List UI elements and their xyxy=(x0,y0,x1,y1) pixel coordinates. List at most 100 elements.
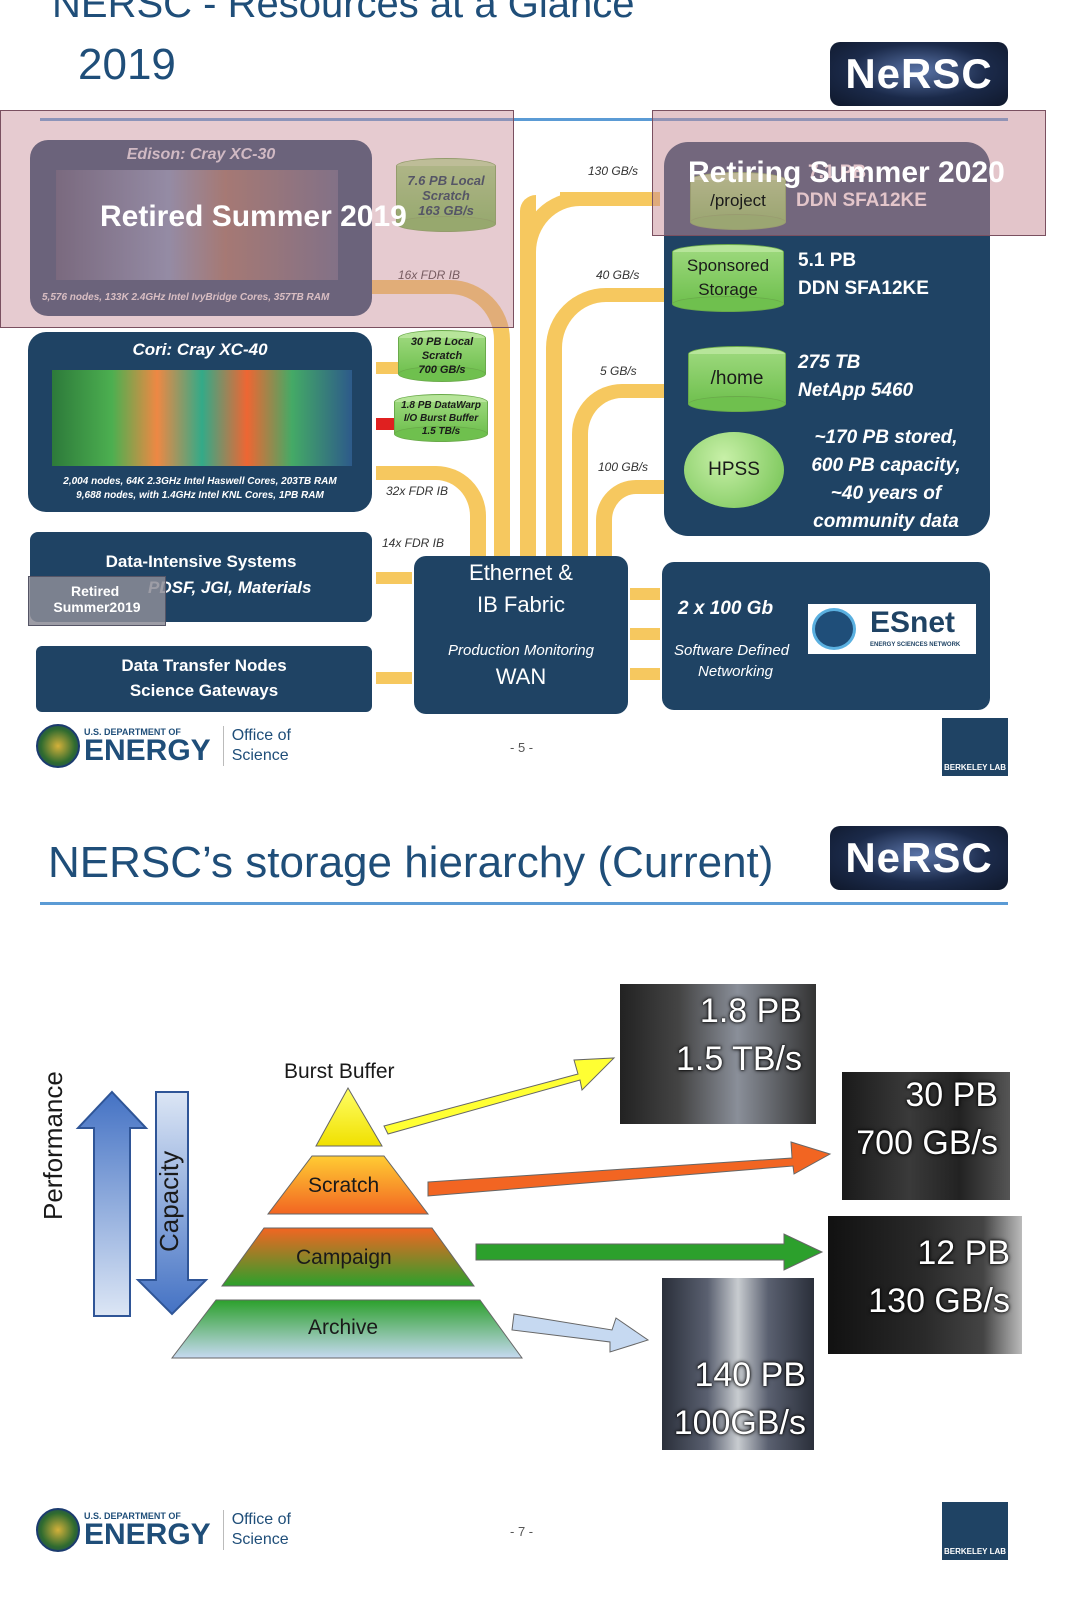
photo-campaign: 12 PB 130 GB/s xyxy=(828,1216,1022,1354)
slide1-title-line2: 2019 xyxy=(78,40,176,89)
tier-label-burst: Burst Buffer xyxy=(284,1060,395,1083)
dtn-box: Data Transfer Nodes Science Gateways xyxy=(36,646,372,712)
doe-seal-icon xyxy=(36,724,80,768)
hpss-desc-3: ~40 years of xyxy=(830,483,942,504)
pipe-esnet-3 xyxy=(630,668,660,680)
doe-energy-2: ENERGY xyxy=(84,1518,211,1551)
edison-retired-overlay xyxy=(0,110,514,328)
capacity-arrow xyxy=(135,1091,209,1316)
photo-archive-l2: 100GB/s xyxy=(673,1403,806,1442)
cori-link: 32x FDR IB xyxy=(386,484,449,498)
office-of-1: Office of xyxy=(231,727,291,744)
cori-burst-l2: I/O Burst Buffer xyxy=(403,412,479,424)
dis-retired-badge: Retired Summer2019 xyxy=(28,576,166,626)
bw-40: 40 GB/s xyxy=(596,268,640,282)
edison-scratch-l1: 7.6 PB Local xyxy=(407,172,485,188)
science-2: Science xyxy=(231,1531,289,1548)
photo-burst-l2: 1.5 TB/s xyxy=(676,1039,802,1078)
photo-scratch: 30 PB 700 GB/s xyxy=(842,1072,1010,1200)
doe-seal-icon-2 xyxy=(36,1508,80,1552)
home-cyl: /home xyxy=(688,346,786,412)
sponsored-l1: Sponsored xyxy=(686,256,770,275)
doe-energy-1: ENERGY xyxy=(84,734,211,767)
hpss-desc-2: 600 PB capacity, xyxy=(811,455,961,476)
cori-scratch-l3: 700 GB/s xyxy=(418,364,466,376)
dis-subtitle: PDSF, JGI, Materials xyxy=(148,578,312,597)
cori-burst: 1.8 PB DataWarp I/O Burst Buffer 1.5 TB/… xyxy=(394,394,488,442)
cori-title: Cori: Cray XC-40 xyxy=(132,340,268,359)
bw-130: 130 GB/s xyxy=(588,164,639,178)
esnet-logo-sub: ENERGY SCIENCES NETWORK xyxy=(870,642,961,648)
dis-retired-l1: Retired xyxy=(71,583,120,599)
photo-burst-l1: 1.8 PB xyxy=(699,992,802,1030)
edison-scratch-l2: Scratch xyxy=(422,187,470,203)
edison-retired-text: Retired Summer 2019 xyxy=(100,200,407,233)
edison-box: Edison: Cray XC-30 5,576 nodes, 133K 2.4… xyxy=(30,140,372,316)
sponsored-size: 5.1 PB xyxy=(798,250,857,271)
fabric-line1: Ethernet & xyxy=(469,560,573,585)
pipe-cori-scratch xyxy=(376,362,400,374)
hpss-bubble: HPSS xyxy=(684,432,784,508)
photo-campaign-l1: 12 PB xyxy=(917,1234,1010,1272)
office-of-2: Office of xyxy=(231,1511,291,1528)
berkeley-lab-text-1: BERKELEY LAB xyxy=(943,763,1007,772)
arrow-archive xyxy=(511,1313,650,1353)
axis-capacity: Capacity xyxy=(154,1150,184,1252)
esnet-globe-icon xyxy=(812,608,856,650)
edison-nodes: 5,576 nodes, 133K 2.4GHz Intel IvyBridge… xyxy=(42,292,330,303)
photo-archive: 140 PB 100GB/s xyxy=(662,1278,814,1450)
edison-title: Edison: Cray XC-30 xyxy=(126,146,276,163)
project-cyl: /project xyxy=(690,172,786,230)
berkeley-lab-logo-2: BERKELEY LAB xyxy=(942,1502,1008,1560)
fabric-line2: IB Fabric xyxy=(476,592,566,617)
tier-campaign xyxy=(221,1227,475,1287)
photo-campaign-l2: 130 GB/s xyxy=(868,1281,1010,1320)
hpss-desc-4: community data xyxy=(813,511,959,532)
title-rule xyxy=(40,118,1008,121)
cori-scratch: 30 PB Local Scratch 700 GB/s xyxy=(398,330,486,382)
page-number-1: - 5 - xyxy=(510,740,534,755)
page-number-2: - 7 - xyxy=(510,1524,534,1539)
pipe-100-curve xyxy=(596,480,666,568)
home-model: NetApp 5460 xyxy=(798,380,914,401)
sponsored-model: DDN SFA12KE xyxy=(798,278,929,299)
dis-retired-l2: Summer2019 xyxy=(53,599,141,615)
doe-small-2: U.S. DEPARTMENT OF xyxy=(84,1511,181,1521)
edison-scratch: 7.6 PB Local Scratch 163 GB/s xyxy=(396,158,496,232)
esnet-speed: 2 x 100 Gb xyxy=(678,598,774,619)
photo-burst-buffer: 1.8 PB 1.5 TB/s xyxy=(620,984,816,1124)
pipe-dis xyxy=(376,572,412,584)
esnet-logo-text: ESnet xyxy=(870,606,956,639)
bw-100: 100 GB/s xyxy=(598,460,649,474)
esnet-line1: Software Defined xyxy=(674,642,790,659)
esnet-line2: Networking xyxy=(698,663,774,680)
burst-red-connector xyxy=(376,418,396,430)
tier-burst-buffer xyxy=(315,1086,383,1147)
nersc-logo: NeRSC xyxy=(830,42,1008,106)
tier-scratch xyxy=(266,1155,430,1215)
cori-scratch-l2: Scratch xyxy=(421,350,463,362)
home-size: 275 TB xyxy=(798,352,861,373)
berkeley-lab-logo-1: BERKELEY LAB xyxy=(942,718,1008,776)
esnet-box: 2 x 100 Gb Software Defined Networking E… xyxy=(662,562,990,710)
axis-performance: Performance xyxy=(38,1071,68,1220)
arrow-campaign xyxy=(475,1233,824,1271)
pipe-dtn xyxy=(376,672,412,684)
pipe-40-curve xyxy=(546,288,666,568)
pipe-esnet-1 xyxy=(630,588,660,600)
doe-logo-1: U.S. DEPARTMENT OF ENERGY Office of Scie… xyxy=(36,724,291,768)
esnet-logo: ESnet ENERGY SCIENCES NETWORK xyxy=(808,604,976,654)
tier-label-scratch: Scratch xyxy=(308,1174,380,1197)
slide1-title-line1: NERSC - Resources at a Glance xyxy=(52,0,635,26)
fabric-line4: WAN xyxy=(495,664,547,689)
tier-archive xyxy=(170,1299,523,1359)
edison-photo xyxy=(56,170,338,280)
berkeley-lab-text-2: BERKELEY LAB xyxy=(943,1547,1007,1556)
cori-box: Cori: Cray XC-40 2,004 nodes, 64K 2.3GHz… xyxy=(28,332,372,512)
title-rule-2 xyxy=(40,902,1008,905)
arrow-scratch xyxy=(427,1141,832,1197)
doe-logo-2: U.S. DEPARTMENT OF ENERGY Office of Scie… xyxy=(36,1508,291,1552)
performance-arrow xyxy=(75,1090,149,1317)
cori-burst-l1: 1.8 PB DataWarp xyxy=(401,399,481,411)
edison-link: 16x FDR IB xyxy=(398,268,461,282)
